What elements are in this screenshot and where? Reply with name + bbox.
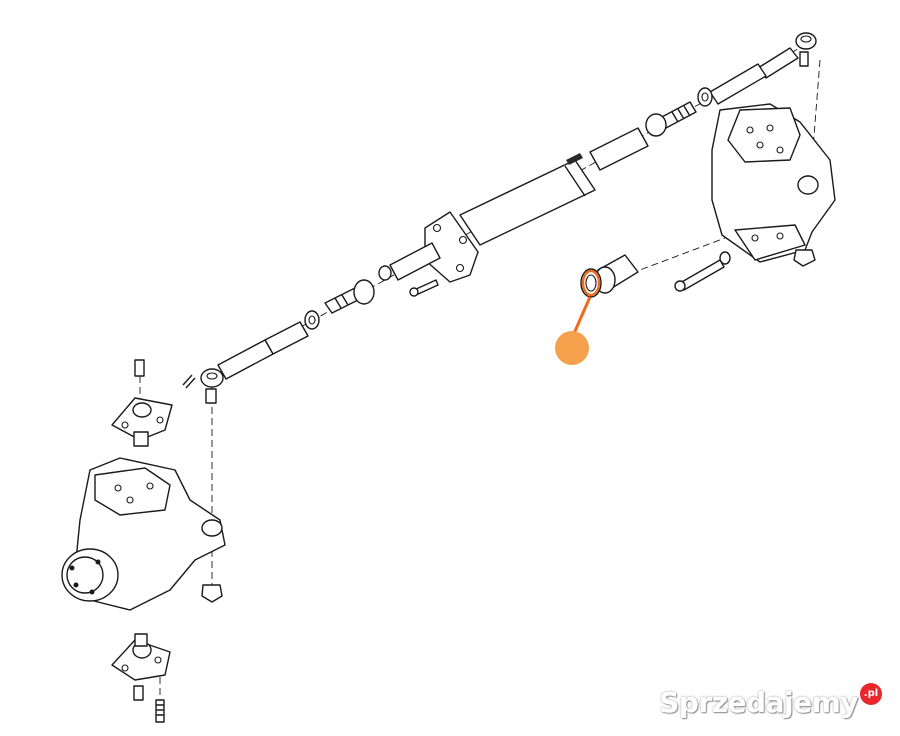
inner-ball-joint-right <box>645 101 697 137</box>
tie-rod-left <box>217 321 309 380</box>
lock-nut-left-inner <box>378 265 392 281</box>
castle-nut-right <box>793 249 816 267</box>
lower-ball-joint-left <box>111 633 171 681</box>
callout-marker <box>555 296 592 365</box>
tie-rod-end-right <box>757 32 817 79</box>
knuckle-bolt-right <box>674 259 725 292</box>
tie-rod-end-left <box>200 368 224 404</box>
castle-nut-left <box>201 584 223 603</box>
upper-ball-joint-left <box>111 359 173 447</box>
watermark-badge: .pl <box>860 683 882 705</box>
watermark-text: Sprzedajemy <box>659 685 858 719</box>
cotter-pin-left <box>182 374 196 389</box>
callout-leader <box>570 296 592 339</box>
callout-circle <box>555 331 589 365</box>
inner-ball-joint-left <box>324 279 375 314</box>
steering-knuckle-right <box>711 103 836 263</box>
bushing <box>594 254 639 294</box>
steering-rack <box>389 127 649 283</box>
tie-rod-right <box>709 63 767 105</box>
steering-knuckle-left <box>61 457 226 611</box>
seal-ring <box>580 268 602 298</box>
bolt-bottom-right <box>155 699 165 723</box>
lock-nut-left <box>304 310 320 330</box>
nut-right-small <box>719 251 731 265</box>
seal-ring-highlight <box>581 269 601 297</box>
bolt-bottom-left <box>133 685 144 701</box>
rack-bolt <box>409 279 439 297</box>
lock-nut-right <box>697 87 713 107</box>
watermark: Sprzedajemy .pl <box>659 682 882 722</box>
